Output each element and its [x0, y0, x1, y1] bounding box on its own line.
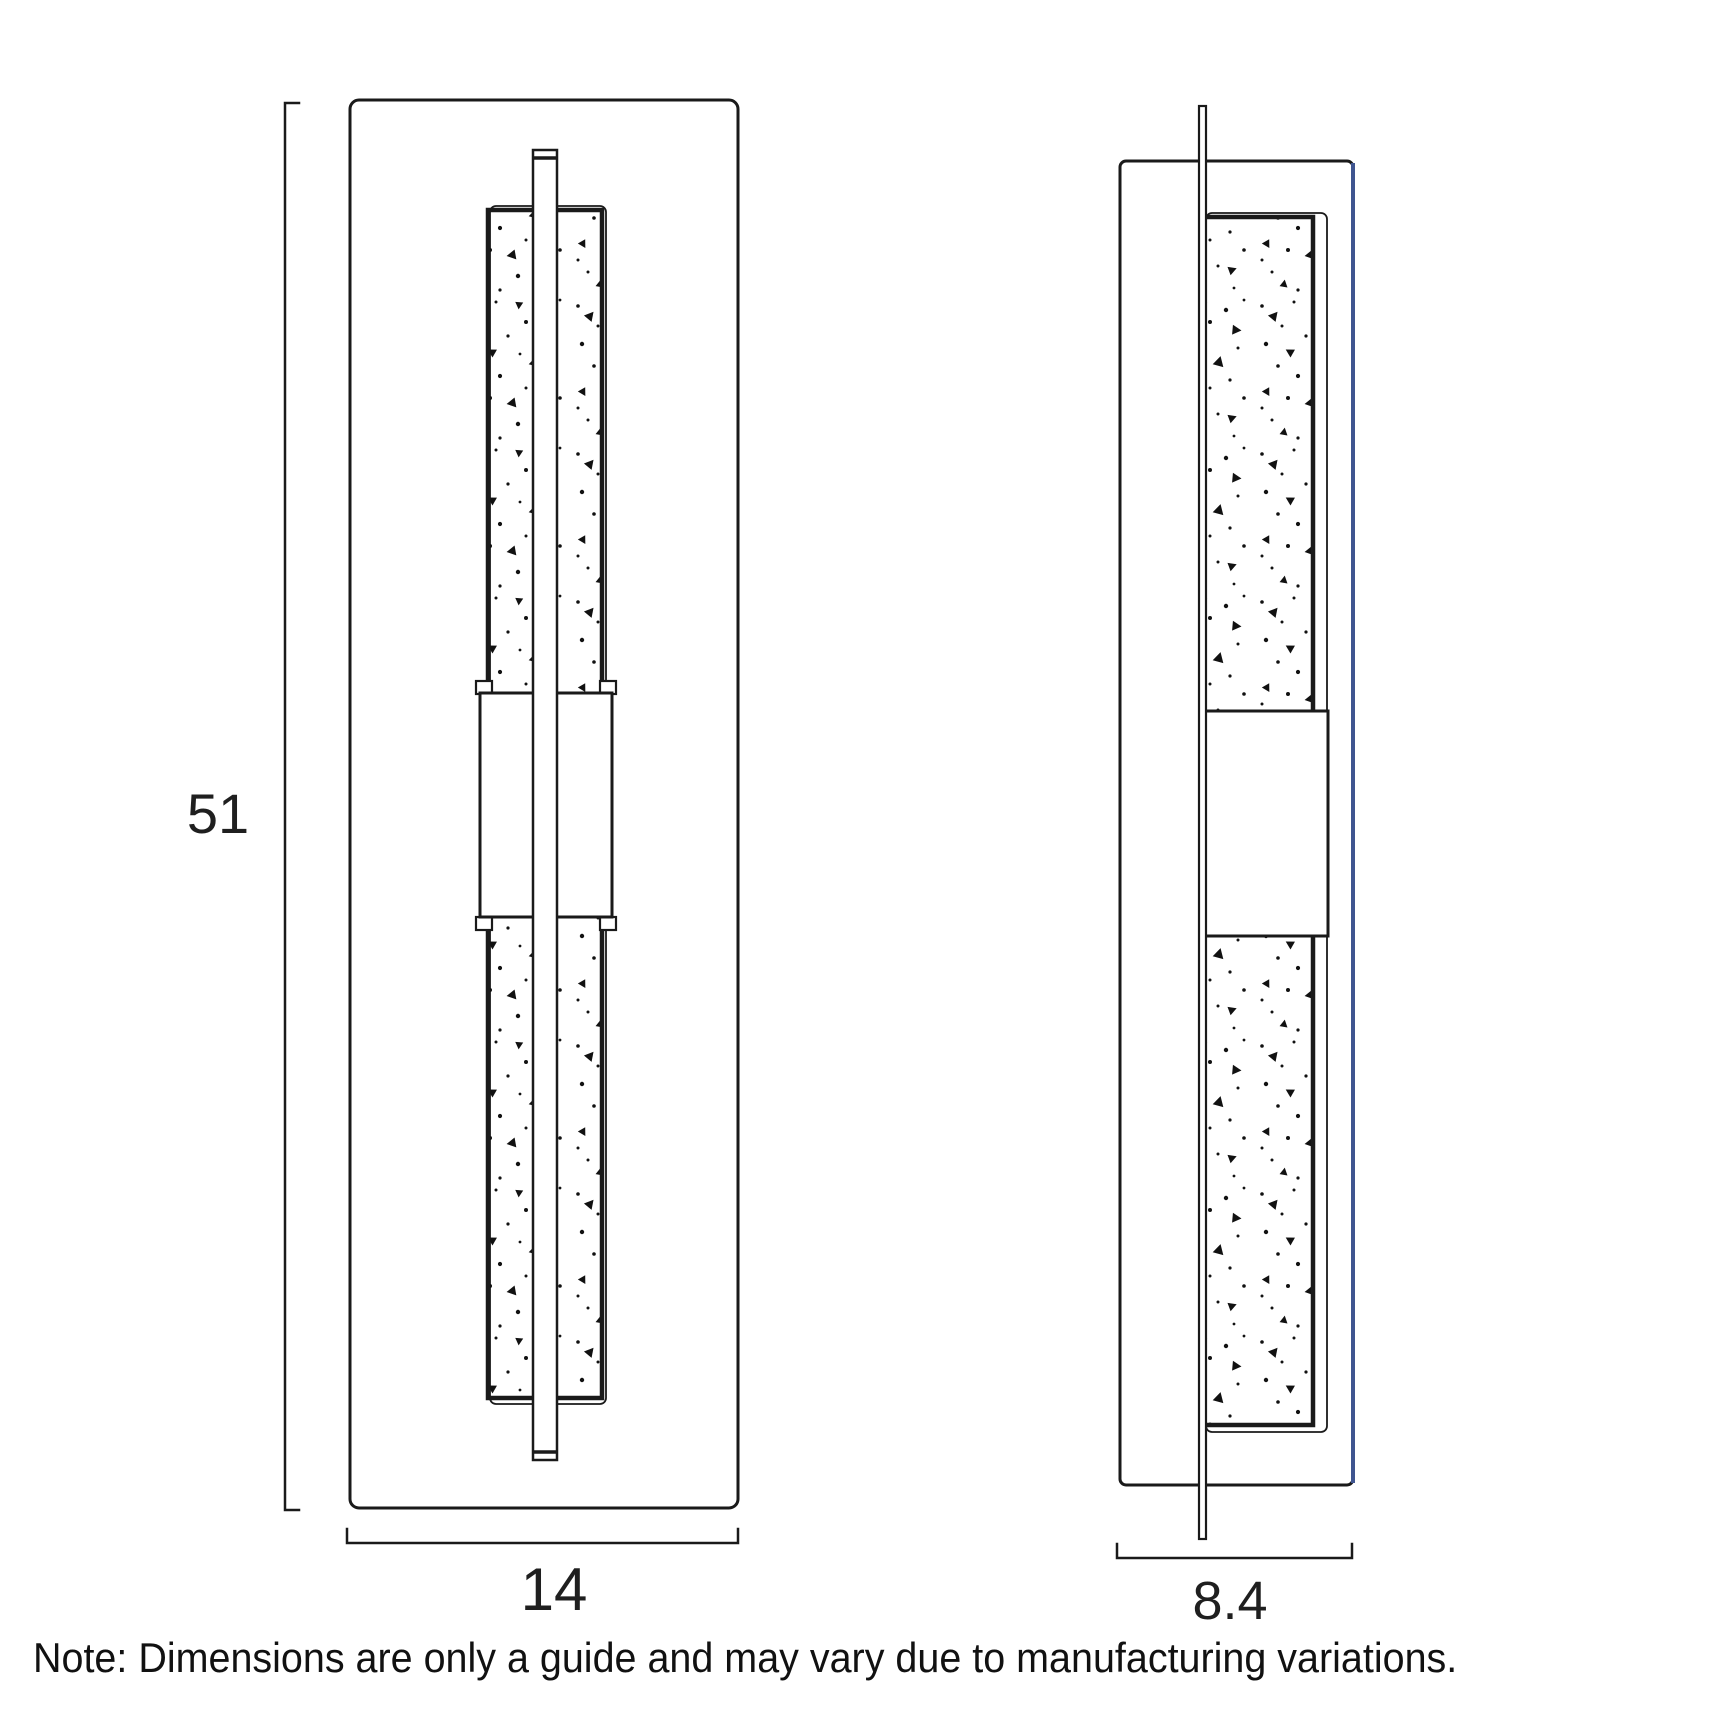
dimension-lines: [283, 101, 1354, 1560]
front-led-rod: [531, 148, 559, 1462]
front-view: [348, 98, 740, 1510]
depth-dimension-label: 8.4: [1192, 1571, 1268, 1631]
height-dimension-line: [283, 101, 301, 1512]
side-led-rod: [1197, 104, 1208, 1541]
manufacturing-variations-note: Note: Dimensions are only a guide and ma…: [33, 1634, 1458, 1681]
front-bracket-tab-bottom-left: [474, 915, 494, 932]
side-view: [1118, 104, 1355, 1541]
height-dimension-label: 51: [186, 782, 250, 845]
depth-dimension-line: [1115, 1542, 1354, 1560]
side-center-bracket: [1201, 709, 1330, 938]
width-dimension-label: 14: [520, 1556, 588, 1623]
front-bracket-tab-bottom-right: [598, 915, 618, 932]
width-dimension-line: [345, 1527, 740, 1545]
